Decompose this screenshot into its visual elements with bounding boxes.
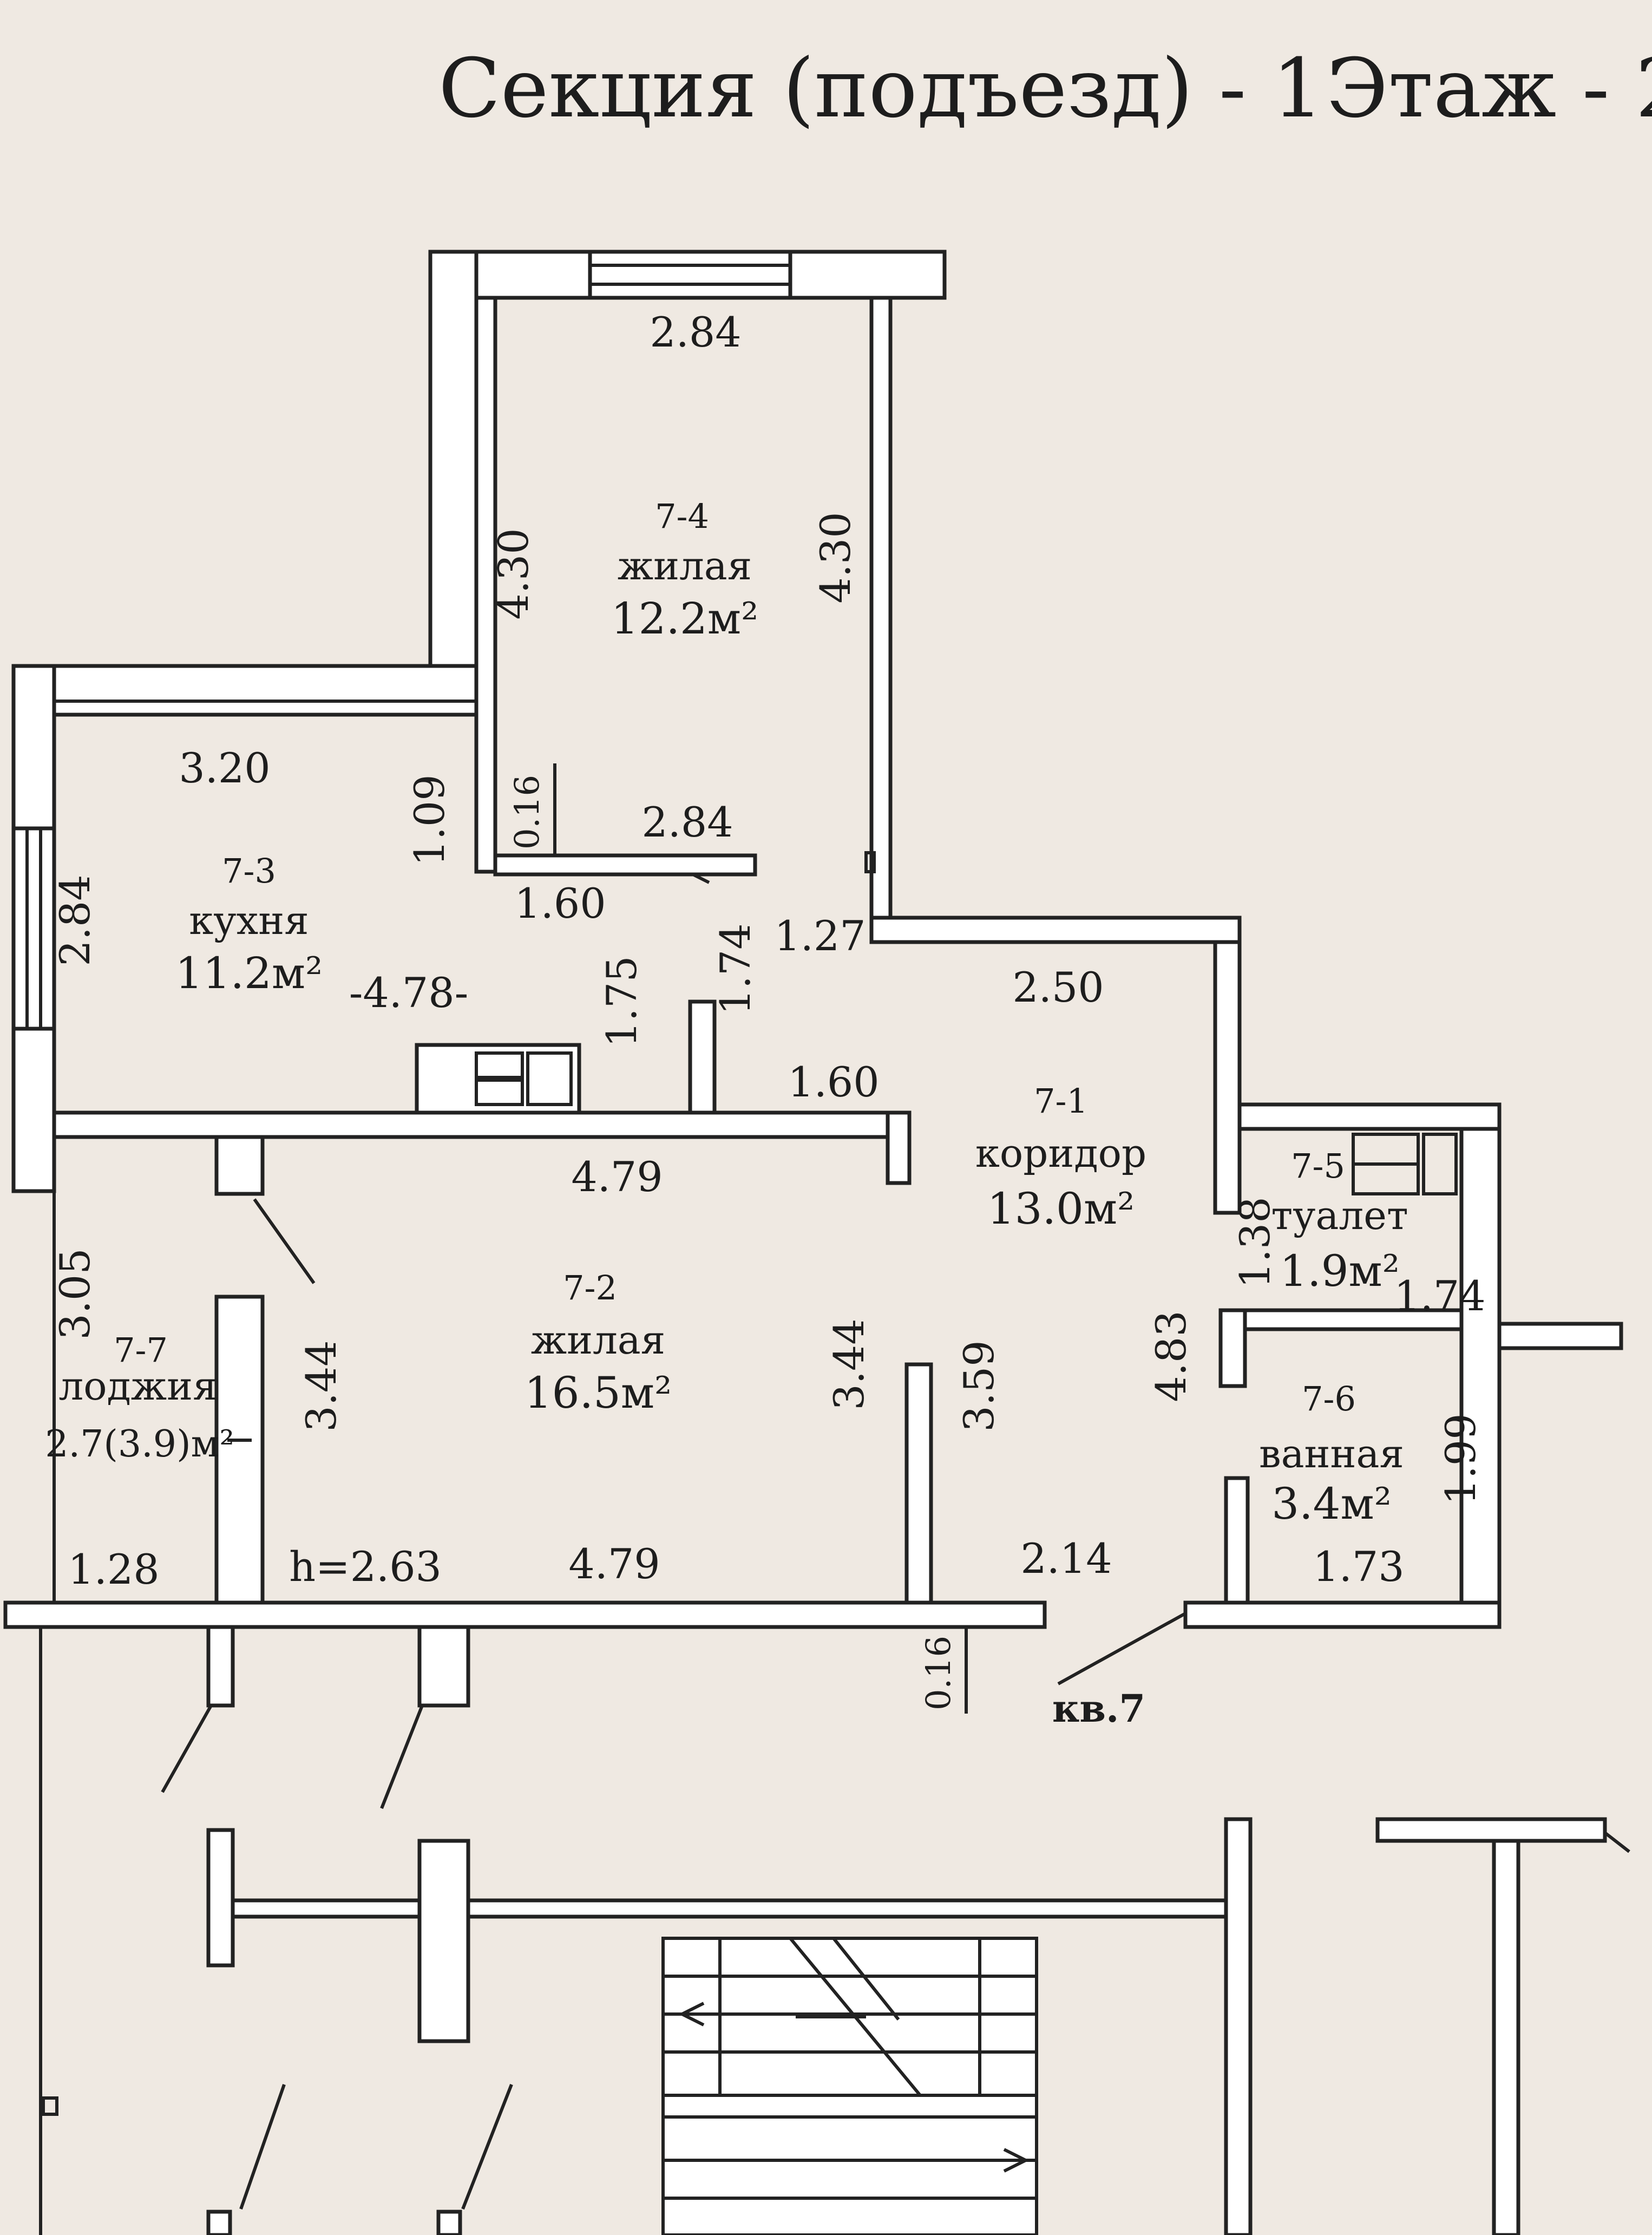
dimensions: 2.84 4.30 4.30 3.20 1.09 0.16 2.84 2.84 …: [51, 308, 1486, 1714]
room-7-7: 7-7 лоджия 2.7(3.9)м²: [45, 1330, 234, 1466]
dimension-label: 4.79: [571, 1153, 663, 1201]
dimension-label: 3.05: [51, 1248, 99, 1339]
dimension-label: 2.84: [641, 798, 733, 846]
floor-title: Этаж - 2: [1326, 42, 1652, 136]
dimension-label: 1.74: [1394, 1272, 1485, 1320]
apartment-label: кв.7: [1052, 1686, 1145, 1731]
walls: [3, 250, 1623, 1685]
dimension-label: 1.27: [774, 912, 866, 960]
stairwell: [39, 1625, 1630, 2235]
dimension-label: 1.60: [788, 1058, 879, 1106]
dimension-label: 2.84: [650, 308, 741, 356]
dimension-label: 4.30: [489, 528, 537, 619]
room-area: 16.5м²: [525, 1368, 672, 1418]
room-number: 7-4: [655, 496, 709, 536]
dimension-label: 4.83: [1147, 1310, 1195, 1402]
room-area: 11.2м²: [175, 948, 323, 998]
dimension-label: 4.79: [568, 1540, 660, 1588]
room-number: 7-7: [114, 1330, 168, 1370]
dimension-label: 4.30: [811, 512, 860, 603]
room-name: кухня: [189, 898, 309, 943]
room-7-4: 7-4 жилая 12.2м²: [611, 496, 758, 644]
room-number: 7-3: [222, 851, 276, 891]
dimension-label: 2.84: [51, 874, 99, 966]
room-7-6: 7-6 ванная 3.4м²: [1259, 1379, 1404, 1529]
dimension-label: 1.74: [711, 923, 759, 1015]
room-area: 12.2м²: [611, 593, 758, 644]
room-number: 7-1: [1034, 1081, 1088, 1121]
dimension-label: 1.75: [598, 956, 646, 1047]
room-name: жилая: [531, 1317, 665, 1363]
room-name: жилая: [618, 543, 752, 589]
dimension-label: 3.44: [297, 1340, 345, 1432]
room-name: коридор: [975, 1130, 1146, 1176]
room-number: 7-2: [563, 1268, 617, 1308]
room-7-1: 7-1 коридор 13.0м²: [975, 1081, 1146, 1234]
room-area: 13.0м²: [987, 1184, 1135, 1234]
room-area: 1.9м²: [1280, 1246, 1400, 1296]
room-7-3: 7-3 кухня 11.2м²: [175, 851, 323, 998]
room-area: 3.4м²: [1271, 1479, 1392, 1529]
dimension-label: -4.78-: [349, 969, 469, 1017]
room-area: 2.7(3.9)м²: [45, 1423, 234, 1466]
dimension-label: h=2.63: [289, 1543, 442, 1591]
room-7-5: 7-5 туалет 1.9м²: [1271, 1146, 1408, 1296]
room-number: 7-6: [1302, 1379, 1356, 1419]
dimension-label: 1.60: [514, 879, 606, 927]
dimension-label: 3.20: [179, 744, 270, 792]
dimension-label: 0.16: [919, 1636, 958, 1710]
room-number: 7-5: [1291, 1146, 1345, 1186]
dimension-label: 1.28: [68, 1545, 159, 1593]
dimension-label: 1.09: [405, 774, 454, 866]
dimension-label: 1.38: [1231, 1197, 1279, 1288]
room-name: лоджия: [58, 1363, 217, 1409]
room-name: ванная: [1259, 1431, 1404, 1476]
dimension-label: 3.59: [955, 1340, 1003, 1432]
dimension-label: 1.99: [1437, 1413, 1485, 1505]
section-title: Секция (подъезд) - 1: [438, 42, 1324, 136]
room-name: туалет: [1271, 1193, 1408, 1238]
dimension-label: 0.16: [507, 775, 547, 849]
dimension-label: 2.50: [1012, 963, 1104, 1011]
dimension-label: 3.44: [825, 1318, 873, 1410]
room-7-2: 7-2 жилая 16.5м²: [525, 1268, 672, 1418]
dimension-label: 1.73: [1313, 1543, 1404, 1591]
dimension-label: 2.14: [1020, 1534, 1112, 1583]
